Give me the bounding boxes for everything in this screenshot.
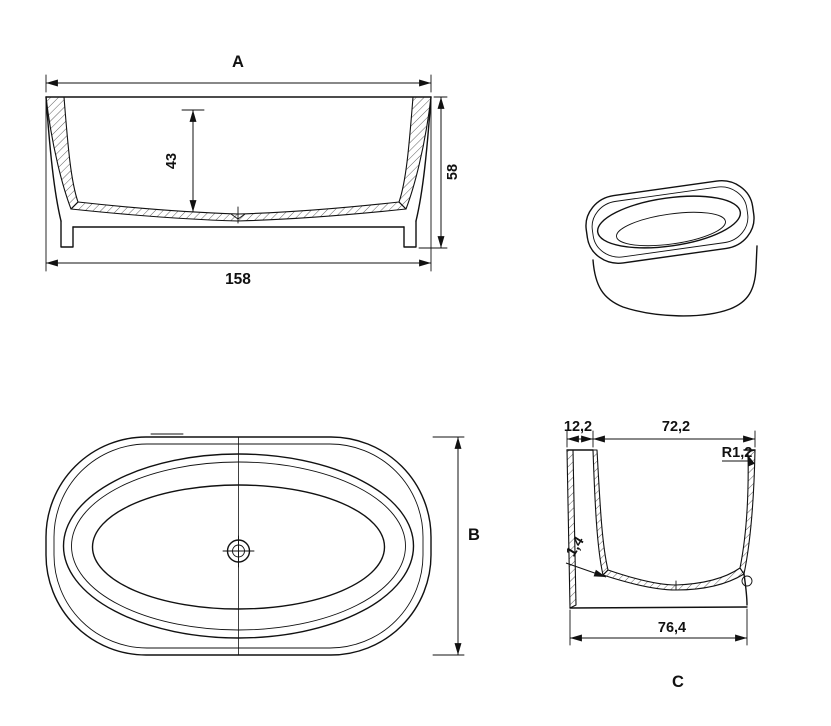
dim-value-overall-height: 58 (445, 164, 461, 180)
side-section-view: 12,2 72,2 R1,2 1,4 76,4 C (563, 419, 756, 691)
dim-value-rim-radius: R1,2 (722, 445, 753, 461)
dim-label-c: C (672, 673, 684, 691)
dim-value-inner-width: 72,2 (662, 419, 690, 435)
iso-basin-floor (616, 211, 726, 247)
front-section-view: A 43 58 158 (45, 53, 461, 288)
tub-right-foot (403, 220, 417, 248)
base-line (569, 606, 748, 609)
right-basin-wall-hatch (739, 449, 756, 575)
tub-left-foot (60, 220, 74, 248)
dim-value-outer-width: 76,4 (658, 620, 686, 636)
plan-view: B (45, 433, 480, 656)
iso-body-silhouette (592, 245, 758, 317)
rim-radius-leader (722, 453, 755, 467)
basin-floor-hatch (602, 567, 745, 591)
dim-value-deck-width: 12,2 (564, 419, 592, 435)
wall-thickness-leader (565, 562, 607, 578)
back-skirt-hatch (566, 449, 577, 609)
iso-rim-inner (591, 186, 749, 258)
floor-section-hatch (70, 201, 407, 222)
tub-left-outer-edge (45, 96, 62, 222)
iso-rim-outer (585, 180, 755, 264)
dim-value-wall-thickness: 1,4 (563, 534, 587, 560)
tub-right-outer-edge (415, 96, 432, 222)
iso-basin-opening (596, 195, 742, 249)
overflow-hole (741, 575, 753, 587)
isometric-view (585, 180, 758, 317)
dim-label-a: A (232, 53, 244, 71)
right-lower-shell (743, 573, 748, 606)
left-basin-wall-hatch (592, 449, 609, 576)
dim-value-overall-length: 158 (225, 271, 251, 288)
dim-label-b: B (468, 526, 480, 544)
dim-value-inner-depth: 43 (164, 153, 180, 169)
